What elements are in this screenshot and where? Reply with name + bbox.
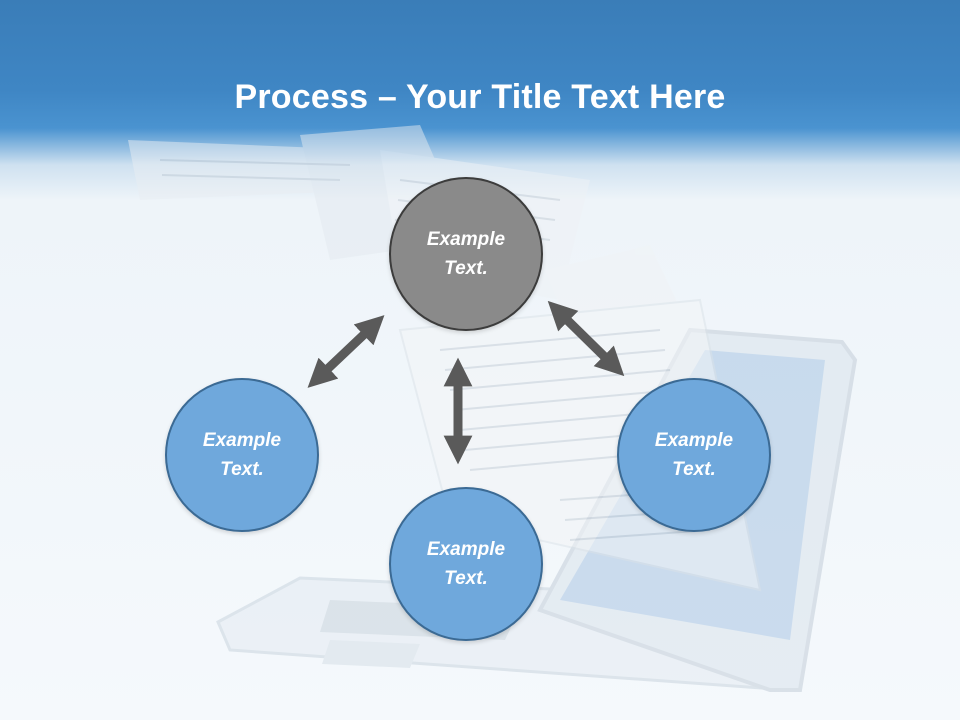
process-node-top[interactable]: Example Text. [389, 177, 543, 331]
arrow-top-left [307, 315, 385, 388]
process-node-left[interactable]: Example Text. [165, 378, 319, 532]
arrow-top-right [547, 300, 625, 377]
node-bottom-label: Example Text. [426, 539, 506, 589]
title-bold: Process [234, 77, 369, 116]
node-right-label: Example Text. [654, 430, 734, 480]
process-node-bottom[interactable]: Example Text. [389, 487, 543, 641]
slide-title: Process – Your Title Text Here [0, 75, 960, 119]
title-rest: – Your Title Text Here [368, 77, 726, 116]
node-top-label: Example Text. [426, 229, 506, 279]
process-node-right[interactable]: Example Text. [617, 378, 771, 532]
node-left-label: Example Text. [202, 430, 282, 480]
